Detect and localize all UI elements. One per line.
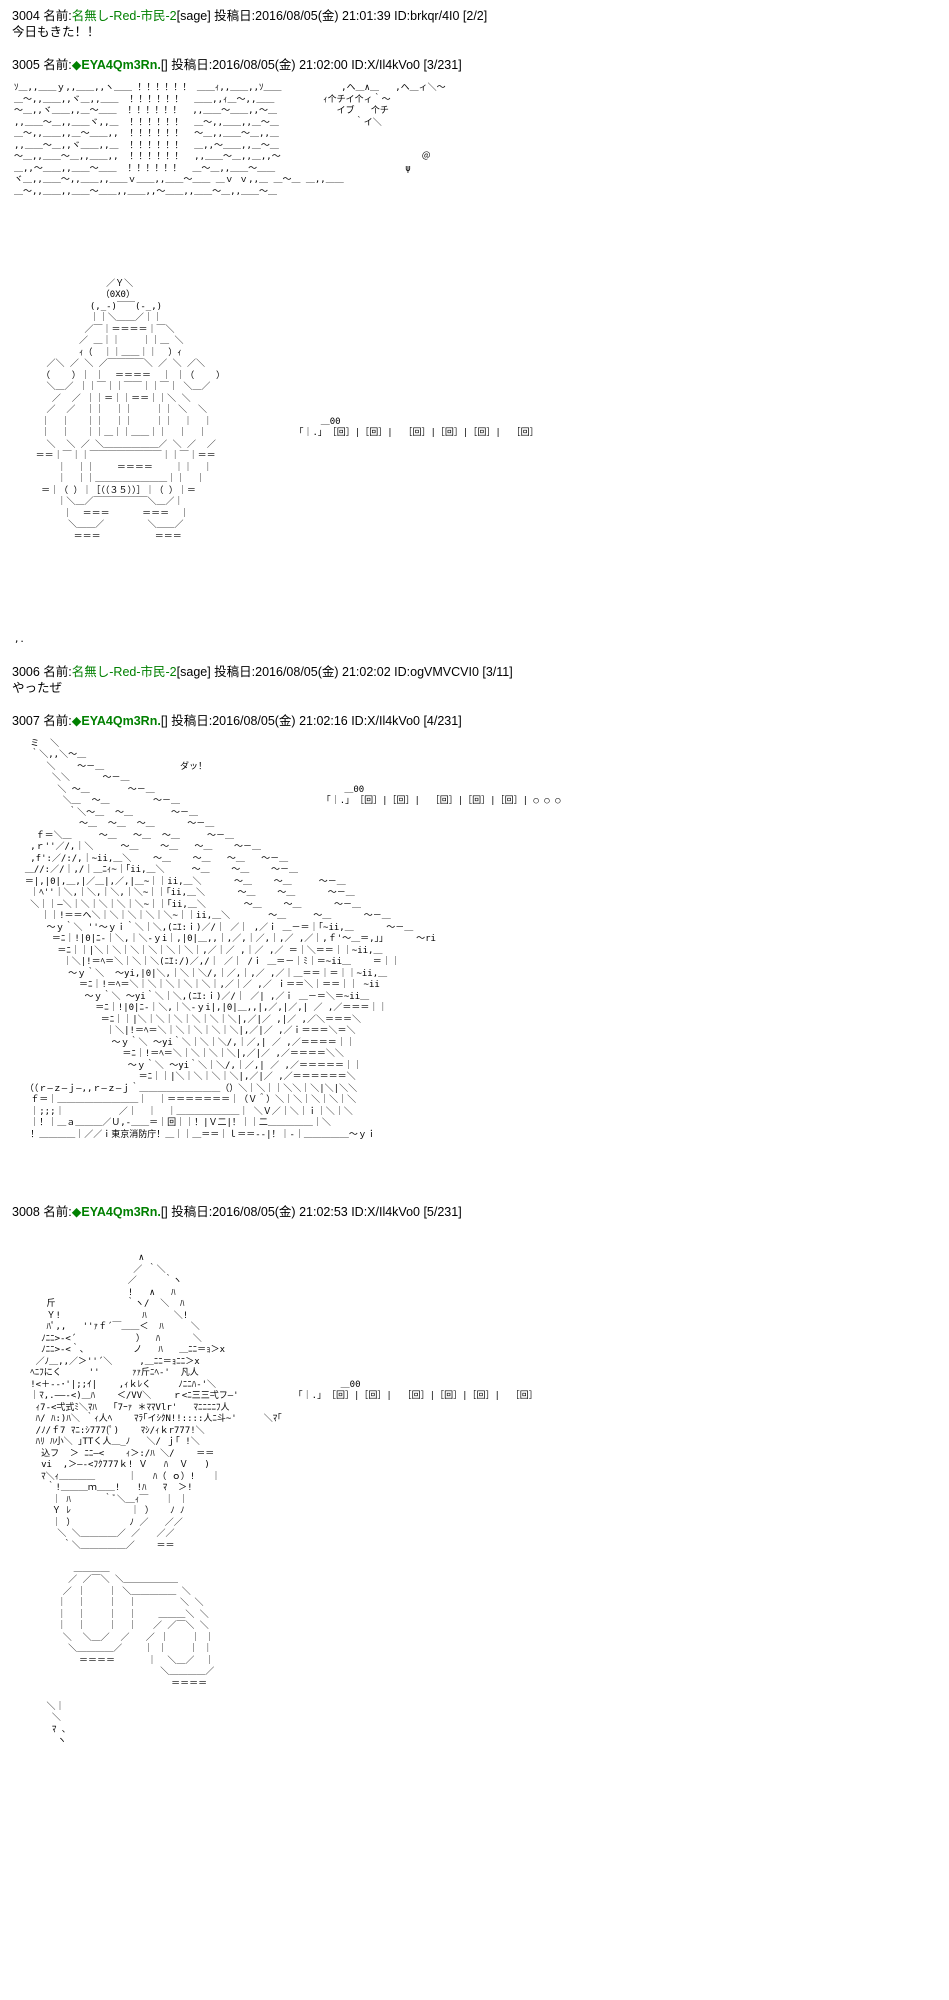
poster-mail: [sage] — [176, 664, 211, 679]
post-3008: 3008 名前:◆EYA4Qm3Rn.[] 投稿日:2016/08/05(金) … — [12, 1204, 949, 1817]
post-body-ascii-art: ｿ＿,,＿＿ｙ,,＿＿,,ヽ＿＿ ！！！！！！ ＿＿ｨ,,＿＿,,ｿ＿＿ ,ヘ＿… — [14, 83, 539, 645]
post-body-ascii-art: ∧ ／ ｀＼ ／ ｀ヽ ! ∧ ﾊ 斤 ｀ヽ/ ＼ ﾊ Ｙ! ﾊ ＼! ﾊﾟ,,… — [30, 1253, 538, 1746]
poster-name[interactable]: 名無し-Red-市民-2 — [71, 664, 177, 679]
poster-mail: [] — [160, 713, 168, 728]
post-header: 3004 名前:名無し-Red-市民-2[sage] 投稿日:2016/08/0… — [12, 8, 949, 24]
post-3005: 3005 名前:◆EYA4Qm3Rn.[] 投稿日:2016/08/05(金) … — [12, 57, 949, 647]
post-header: 3006 名前:名無し-Red-市民-2[sage] 投稿日:2016/08/0… — [12, 664, 949, 680]
post-meta: 投稿日:2016/08/05(金) 21:02:16 ID:X/Il4kVo0 … — [167, 713, 462, 728]
post-3007: 3007 名前:◆EYA4Qm3Rn.[] 投稿日:2016/08/05(金) … — [12, 713, 949, 1188]
poster-name[interactable]: ◆EYA4Qm3Rn. — [71, 713, 161, 728]
name-label: 名前: — [39, 9, 72, 23]
post-meta: 投稿日:2016/08/05(金) 21:02:53 ID:X/Il4kVo0 … — [167, 1205, 462, 1219]
post-body-text: 今日もきた！！ — [12, 25, 100, 39]
poster-mail: [sage] — [176, 9, 211, 23]
name-label: 名前: — [39, 664, 72, 679]
name-label: 名前: — [39, 58, 72, 72]
post-3006: 3006 名前:名無し-Red-市民-2[sage] 投稿日:2016/08/0… — [12, 664, 949, 696]
post-number: 3006 — [12, 664, 40, 679]
post-number: 3005 — [12, 58, 40, 72]
post-body-text: やったぜ — [12, 680, 63, 695]
thread-page: 3004 名前:名無し-Red-市民-2[sage] 投稿日:2016/08/0… — [12, 8, 949, 1817]
post-header: 3007 名前:◆EYA4Qm3Rn.[] 投稿日:2016/08/05(金) … — [12, 713, 949, 729]
poster-name[interactable]: ◆EYA4Qm3Rn. — [71, 1205, 161, 1219]
post-header: 3008 名前:◆EYA4Qm3Rn.[] 投稿日:2016/08/05(金) … — [12, 1204, 949, 1220]
name-label: 名前: — [39, 1205, 72, 1219]
post-3004: 3004 名前:名無し-Red-市民-2[sage] 投稿日:2016/08/0… — [12, 8, 949, 40]
post-number: 3004 — [12, 9, 40, 23]
post-meta: 投稿日:2016/08/05(金) 21:02:02 ID:ogVMVCVI0 … — [210, 664, 513, 679]
name-label: 名前: — [39, 713, 72, 728]
post-number: 3008 — [12, 1205, 40, 1219]
post-header: 3005 名前:◆EYA4Qm3Rn.[] 投稿日:2016/08/05(金) … — [12, 57, 949, 73]
post-body-ascii-art: ミ ＼ ｀＼,,＼～＿ ＼ ～－＿ ダッ！ ＼＼ ～－＿ ＼ ～＿ ～－＿ ＿0… — [24, 738, 561, 1140]
post-meta: 投稿日:2016/08/05(金) 21:01:39 ID:brkqr/4I0 … — [210, 9, 488, 23]
poster-mail: [] — [160, 1205, 168, 1219]
post-number: 3007 — [12, 713, 40, 728]
poster-name[interactable]: ◆EYA4Qm3Rn. — [71, 58, 161, 72]
poster-name[interactable]: 名無し-Red-市民-2 — [71, 9, 177, 23]
poster-mail: [] — [160, 58, 168, 72]
post-meta: 投稿日:2016/08/05(金) 21:02:00 ID:X/Il4kVo0 … — [167, 58, 462, 72]
